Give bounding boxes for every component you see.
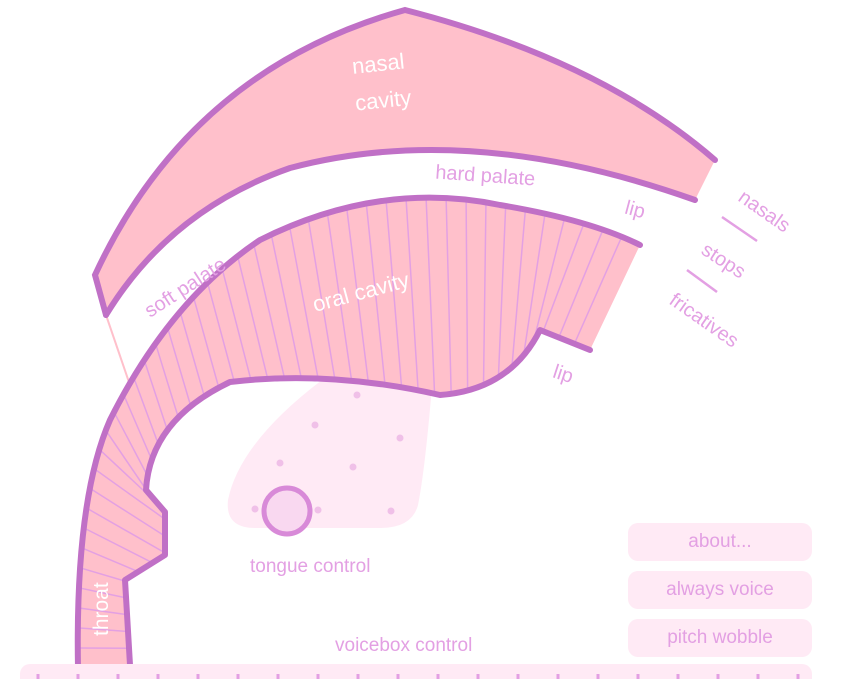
tongue-outline [122,327,593,668]
pitch-wobble-button[interactable]: pitch wobble [628,619,812,657]
keyboard-tick [236,674,240,679]
keyboard-tick [556,674,560,679]
tongue-control-dots [251,391,404,515]
tract-rib [345,207,370,383]
tract-rib [511,209,527,368]
nasal-outline-top [91,6,718,318]
keyboard-ticks [36,674,800,679]
nasal-cavity-label-1: nasal [351,48,406,78]
keyboard-tick [796,674,800,679]
tract-rib [179,311,206,397]
keyboard-tick [636,674,640,679]
palate-outline [74,194,643,671]
keyboard-tick [516,674,520,679]
tract-rib [78,587,127,599]
nasals-divider [721,215,758,243]
tract-rib [143,359,169,431]
tract-rib [221,268,252,381]
tract-rib [154,343,180,418]
tract-rib [113,411,149,477]
tongue-handle[interactable] [261,485,313,537]
lip-top-label: lip [622,197,647,223]
tract-rib [206,282,235,382]
tract-rib [105,429,149,493]
tract-rib [122,394,153,461]
tract-rib [532,218,566,342]
nasal-outline-bottom [103,147,698,318]
tract-rib [326,212,353,381]
tract-rib [307,219,336,380]
tract-rib [77,627,129,633]
tract-rib [558,229,604,338]
velum-line [105,314,132,389]
keyboard-tick [156,674,160,679]
keyboard-tick [116,674,120,679]
keyboard-tick [76,674,80,679]
keyboard-tick [436,674,440,679]
tract-rib [78,607,128,616]
tract-rib [288,226,319,379]
keyboard-tick [756,674,760,679]
oral-tract [77,197,641,668]
keyboard-tick [596,674,600,679]
stops-label: stops [697,239,749,283]
keyboard-tick [476,674,480,679]
tract-rib [192,296,220,388]
nasals-label: nasals [734,186,794,237]
tract-rib [270,234,303,379]
tract-rib [573,236,623,345]
tract-rib [83,527,153,564]
tract-rib [482,202,487,386]
tongue-control-label: tongue control [250,556,370,577]
keyboard-tick [276,674,280,679]
tract-rib [542,223,585,332]
always-voice-button[interactable]: always voice [628,571,812,609]
nasal-cavity-label-2: cavity [354,85,413,116]
tract-rib [253,244,286,379]
tract-rib [236,256,269,379]
tract-rib [465,199,469,391]
keyboard-tick [196,674,200,679]
hard-palate-label: hard palate [435,161,536,190]
voicebox-keyboard[interactable] [20,664,812,679]
tract-rib [132,376,160,445]
lip-bottom-label: lip [550,361,576,388]
stops-divider [686,268,718,294]
throat-label: throat [90,582,113,636]
tract-rib [425,197,436,394]
tract-ribs [77,197,623,649]
keyboard-tick [676,674,680,679]
tract-rib [86,507,166,554]
tract-rib [93,468,166,520]
keyboard-tick [36,674,40,679]
voicebox-control-label: voicebox control [335,635,472,656]
tract-rib [89,487,166,537]
tract-rib [166,327,192,407]
about-button[interactable]: about... [628,523,812,561]
tract-rib [497,205,507,378]
keyboard-tick [396,674,400,679]
tongue-control-area[interactable] [227,374,432,528]
tract-rib [79,567,126,582]
tract-rib [522,213,546,356]
keyboard-tick [716,674,720,679]
tract-rib [81,547,139,573]
tract-rib [405,198,419,391]
tract-rib [365,203,386,385]
tract-rib [385,200,403,388]
tract-rib [445,198,452,394]
fricatives-label: fricatives [665,289,742,352]
keyboard-tick [356,674,360,679]
keyboard-tick [316,674,320,679]
